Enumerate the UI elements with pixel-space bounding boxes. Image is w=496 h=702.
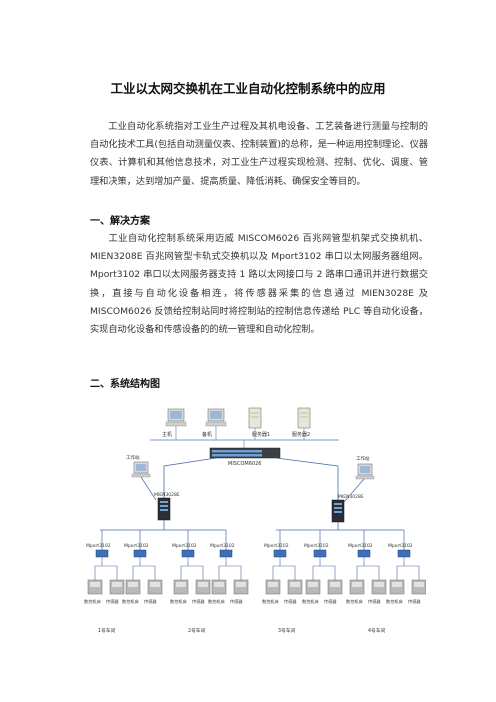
sensor-icon [147, 579, 163, 595]
device-label: 传感器 [192, 598, 205, 605]
edge-switch-right-icon [331, 499, 345, 523]
core-switch-icon [209, 447, 281, 459]
workstation-right-label: 工作站 [356, 455, 370, 462]
section1-text: 工业自动化控制系统采用迈威 MISCOM6026 百兆网管型机架式交换机机、MI… [90, 233, 428, 336]
doc-title: 工业以太网交换机在工业自动化控制系统中的应用 [110, 81, 386, 96]
device-group: 数控机床传感器数控机床传感器数控机床传感器数控机床传感器数控机床传感器数控机床传… [84, 579, 426, 605]
section1-heading: 一、解决方案 [90, 216, 150, 227]
workstation-right-icon [343, 463, 375, 503]
label-server2: 服务器2 [292, 431, 310, 438]
mport-label: Mport3102 [124, 543, 149, 549]
sensor-icon [109, 579, 125, 595]
mport-label: Mport3102 [348, 543, 373, 549]
cnc-machine-icon [87, 579, 103, 595]
sensor-icon [411, 579, 426, 595]
mport-label: Mport3102 [264, 543, 289, 549]
mport-label: Mport3102 [86, 543, 111, 549]
label-backup: 备机 [202, 431, 212, 438]
edge-switch-left-label: MIEN3028E [154, 492, 180, 498]
mport-label: Mport3102 [210, 543, 235, 549]
section2-heading: 二、系统结构图 [90, 379, 160, 390]
mport-label: Mport3102 [388, 543, 413, 549]
mport-device-icon [357, 549, 371, 558]
sensor-icon [287, 579, 303, 595]
mport-device-icon [273, 549, 287, 558]
cable-right [275, 457, 339, 500]
device-label: 数控机床 [208, 598, 226, 605]
cable-left [163, 457, 217, 498]
sensor-icon [233, 579, 249, 595]
cnc-machine-icon [173, 579, 189, 595]
mport-device-icon [181, 549, 195, 558]
mport-device-icon [313, 549, 327, 558]
system-architecture-diagram: 主机 备机 服务器1 服务器2 MISCOM6026 工作站 工作站 [84, 407, 426, 634]
edge-switch-right-label: MIEN3028E [338, 494, 364, 500]
device-label: 传感器 [408, 598, 421, 605]
device-label: 数控机床 [302, 598, 320, 605]
backup-computer-icon [205, 408, 227, 440]
section1-paragraph: 工业自动化控制系统采用迈威 MISCOM6026 百兆网管型机架式交换机机、MI… [90, 230, 428, 339]
cnc-machine-icon [389, 579, 405, 595]
workshop-3-label: 3号车间 [278, 627, 296, 634]
workshop-1-label: 1号车间 [98, 627, 116, 634]
edge-switch-left-icon [157, 497, 171, 521]
device-label: 数控机床 [84, 598, 102, 605]
device-label: 数控机床 [170, 598, 188, 605]
device-label: 数控机床 [122, 598, 140, 605]
cnc-machine-icon [265, 579, 281, 595]
cnc-machine-icon [211, 579, 227, 595]
label-server1: 服务器1 [252, 431, 270, 438]
sensor-icon [327, 579, 343, 595]
workstation-left-icon [131, 461, 157, 501]
label-host: 主机 [162, 431, 172, 438]
sensor-icon [195, 579, 211, 595]
mport-group: Mport3102 Mport3102 Mport3102 Mport3102 Mpor… [86, 530, 420, 580]
device-label: 数控机床 [346, 598, 364, 605]
intro-text: 工业自动化系统指对工业生产过程及其机电设备、工艺装备进行测量与控制的自动化技术工… [90, 121, 428, 187]
workshop-4-label: 4号车间 [368, 627, 386, 634]
device-label: 传感器 [106, 598, 119, 605]
device-label: 数控机床 [386, 598, 404, 605]
sensor-icon [371, 579, 387, 595]
mport-device-icon [95, 549, 109, 558]
server1-icon [248, 407, 262, 440]
device-label: 传感器 [284, 598, 297, 605]
cnc-machine-icon [125, 579, 141, 595]
device-label: 传感器 [324, 598, 337, 605]
cnc-machine-icon [305, 579, 321, 595]
intro-paragraph: 工业自动化系统指对工业生产过程及其机电设备、工艺装备进行测量与控制的自动化技术工… [90, 118, 428, 191]
cnc-machine-icon [349, 579, 365, 595]
mport-label: Mport3102 [172, 543, 197, 549]
device-label: 传感器 [230, 598, 243, 605]
mport-device-icon [219, 549, 233, 558]
mport-device-icon [397, 549, 411, 558]
device-label: 传感器 [144, 598, 157, 605]
core-switch-label: MISCOM6026 [228, 461, 261, 467]
host-computer-icon [165, 408, 187, 440]
mport-label: Mport3102 [304, 543, 329, 549]
workshop-2-label: 2号车间 [188, 627, 206, 634]
workstation-left-label: 工作站 [126, 454, 140, 461]
server2-icon [297, 407, 311, 440]
device-label: 数控机床 [262, 598, 280, 605]
mport-device-icon [133, 549, 147, 558]
device-label: 传感器 [368, 598, 381, 605]
